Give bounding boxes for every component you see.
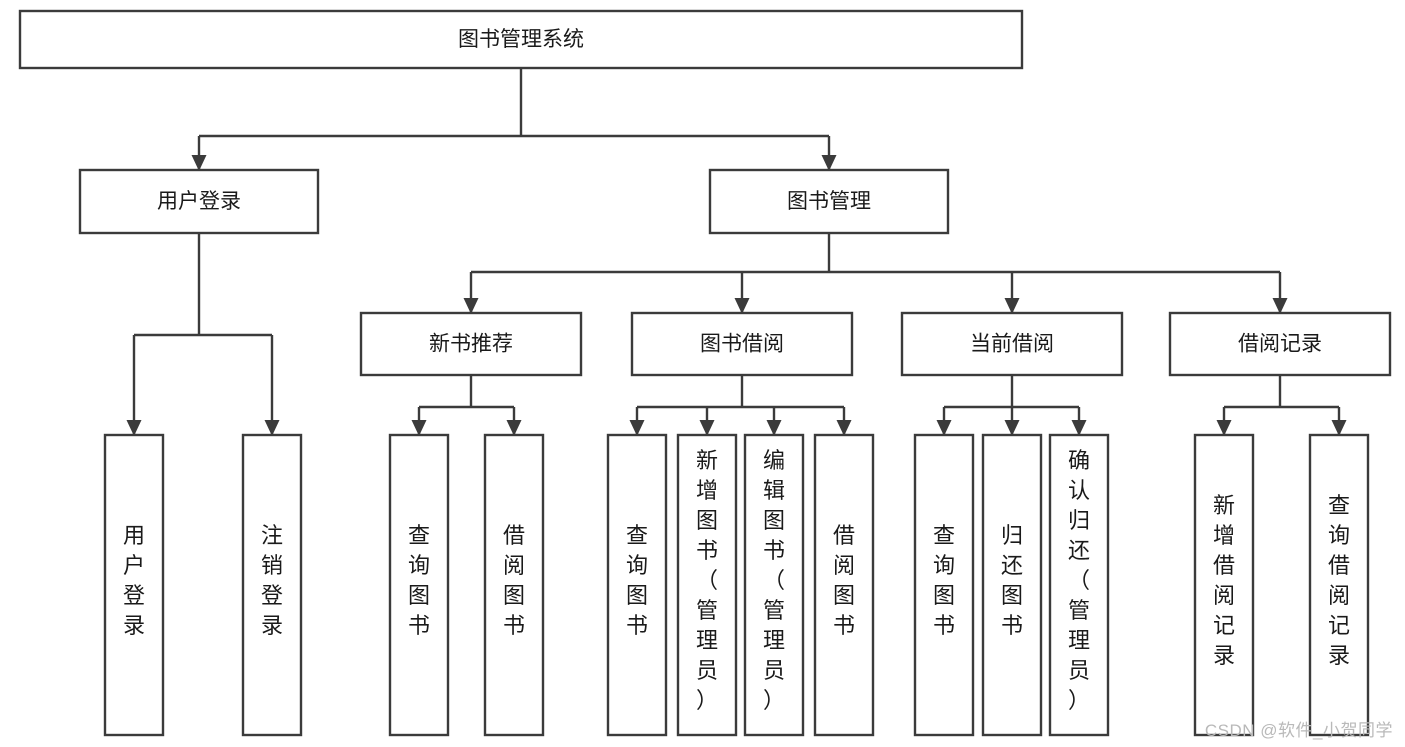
leaf-node-用户登录-0[interactable]: 用户登录 bbox=[103, 433, 165, 737]
node-label: 图书管理 bbox=[787, 190, 871, 213]
leaf-node-新增借阅记录-11[interactable]: 新增借阅记录 bbox=[1193, 433, 1255, 737]
node-box bbox=[1168, 311, 1392, 377]
level2-node-用户登录-0[interactable]: 用户登录 bbox=[78, 168, 320, 235]
diagram-nodes: 图书管理系统用户登录图书管理新书推荐图书借阅当前借阅借阅记录用户登录注销登录查询… bbox=[18, 9, 1392, 737]
node-box bbox=[78, 168, 320, 235]
node-label: 当前借阅 bbox=[970, 333, 1054, 356]
level3-node-新书推荐-0[interactable]: 新书推荐 bbox=[359, 311, 583, 377]
node-box bbox=[913, 433, 975, 737]
arrowhead-icon bbox=[734, 298, 750, 314]
arrowhead-icon bbox=[463, 298, 479, 314]
arrowhead-icon bbox=[821, 155, 837, 171]
connector-edges bbox=[126, 68, 1347, 436]
node-label: 借阅图书 bbox=[503, 523, 525, 638]
node-label: 归还图书 bbox=[1001, 523, 1023, 638]
node-box bbox=[900, 311, 1124, 377]
level3-node-当前借阅-2[interactable]: 当前借阅 bbox=[900, 311, 1124, 377]
arrowhead-icon bbox=[629, 420, 645, 436]
arrowhead-icon bbox=[126, 420, 142, 436]
node-box bbox=[483, 433, 545, 737]
node-box bbox=[103, 433, 165, 737]
connector-root-to-level2 bbox=[191, 68, 837, 171]
node-label: 确认归还（管理员） bbox=[1068, 448, 1090, 713]
node-box bbox=[1193, 433, 1255, 737]
node-label: 图书借阅 bbox=[700, 333, 784, 356]
leaf-node-确认归还管理员-10[interactable]: 确认归还（管理员） bbox=[1048, 433, 1110, 737]
connector-record-to-leaves bbox=[1216, 375, 1347, 436]
arrowhead-icon bbox=[766, 420, 782, 436]
node-label: 查询借阅记录 bbox=[1328, 493, 1350, 668]
node-box bbox=[813, 433, 875, 737]
node-box bbox=[630, 311, 854, 377]
connector-newbook-to-leaves bbox=[411, 375, 522, 436]
connector-current-to-leaves bbox=[936, 375, 1087, 436]
level3-node-图书借阅-1[interactable]: 图书借阅 bbox=[630, 311, 854, 377]
node-label: 查询图书 bbox=[626, 523, 648, 638]
leaf-node-注销登录-1[interactable]: 注销登录 bbox=[241, 433, 303, 737]
arrowhead-icon bbox=[264, 420, 280, 436]
arrowhead-icon bbox=[191, 155, 207, 171]
connector-userlogin-to-leaves bbox=[126, 233, 280, 436]
node-label: 查询图书 bbox=[408, 523, 430, 638]
arrowhead-icon bbox=[506, 420, 522, 436]
node-label: 用户登录 bbox=[157, 190, 241, 213]
connector-bookmgmt-to-level3 bbox=[463, 233, 1288, 314]
node-label: 借阅记录 bbox=[1238, 333, 1322, 356]
leaf-node-借阅图书-3[interactable]: 借阅图书 bbox=[483, 433, 545, 737]
level2-node-图书管理-1[interactable]: 图书管理 bbox=[708, 168, 950, 235]
node-label: 新书推荐 bbox=[429, 333, 513, 356]
arrowhead-icon bbox=[1071, 420, 1087, 436]
leaf-node-新增图书管理员-5[interactable]: 新增图书（管理员） bbox=[676, 433, 738, 737]
arrowhead-icon bbox=[411, 420, 427, 436]
node-box bbox=[676, 433, 738, 737]
node-label: 编辑图书（管理员） bbox=[763, 448, 785, 713]
leaf-node-归还图书-9[interactable]: 归还图书 bbox=[981, 433, 1043, 737]
node-label: 新增借阅记录 bbox=[1213, 493, 1235, 668]
node-box bbox=[1048, 433, 1110, 737]
leaf-node-查询图书-8[interactable]: 查询图书 bbox=[913, 433, 975, 737]
node-box bbox=[981, 433, 1043, 737]
node-label: 用户登录 bbox=[123, 523, 145, 638]
arrowhead-icon bbox=[1331, 420, 1347, 436]
node-box bbox=[743, 433, 805, 737]
leaf-node-编辑图书管理员-6[interactable]: 编辑图书（管理员） bbox=[743, 433, 805, 737]
leaf-node-查询图书-4[interactable]: 查询图书 bbox=[606, 433, 668, 737]
leaf-node-查询图书-2[interactable]: 查询图书 bbox=[388, 433, 450, 737]
node-label: 借阅图书 bbox=[833, 523, 855, 638]
arrowhead-icon bbox=[1004, 298, 1020, 314]
node-label: 新增图书（管理员） bbox=[696, 448, 718, 713]
node-label: 查询图书 bbox=[933, 523, 955, 638]
node-box bbox=[606, 433, 668, 737]
leaf-node-借阅图书-7[interactable]: 借阅图书 bbox=[813, 433, 875, 737]
node-box bbox=[18, 9, 1024, 70]
node-box bbox=[359, 311, 583, 377]
root-node-图书管理系统-0[interactable]: 图书管理系统 bbox=[18, 9, 1024, 70]
arrowhead-icon bbox=[836, 420, 852, 436]
node-label: 图书管理系统 bbox=[458, 28, 584, 51]
leaf-node-查询借阅记录-12[interactable]: 查询借阅记录 bbox=[1308, 433, 1370, 737]
node-box bbox=[388, 433, 450, 737]
arrowhead-icon bbox=[1216, 420, 1232, 436]
node-box bbox=[241, 433, 303, 737]
connector-borrow-to-leaves bbox=[629, 375, 852, 436]
arrowhead-icon bbox=[1004, 420, 1020, 436]
arrowhead-icon bbox=[936, 420, 952, 436]
node-box bbox=[708, 168, 950, 235]
arrowhead-icon bbox=[1272, 298, 1288, 314]
level3-node-借阅记录-3[interactable]: 借阅记录 bbox=[1168, 311, 1392, 377]
node-box bbox=[1308, 433, 1370, 737]
arrowhead-icon bbox=[699, 420, 715, 436]
node-label: 注销登录 bbox=[261, 523, 283, 638]
